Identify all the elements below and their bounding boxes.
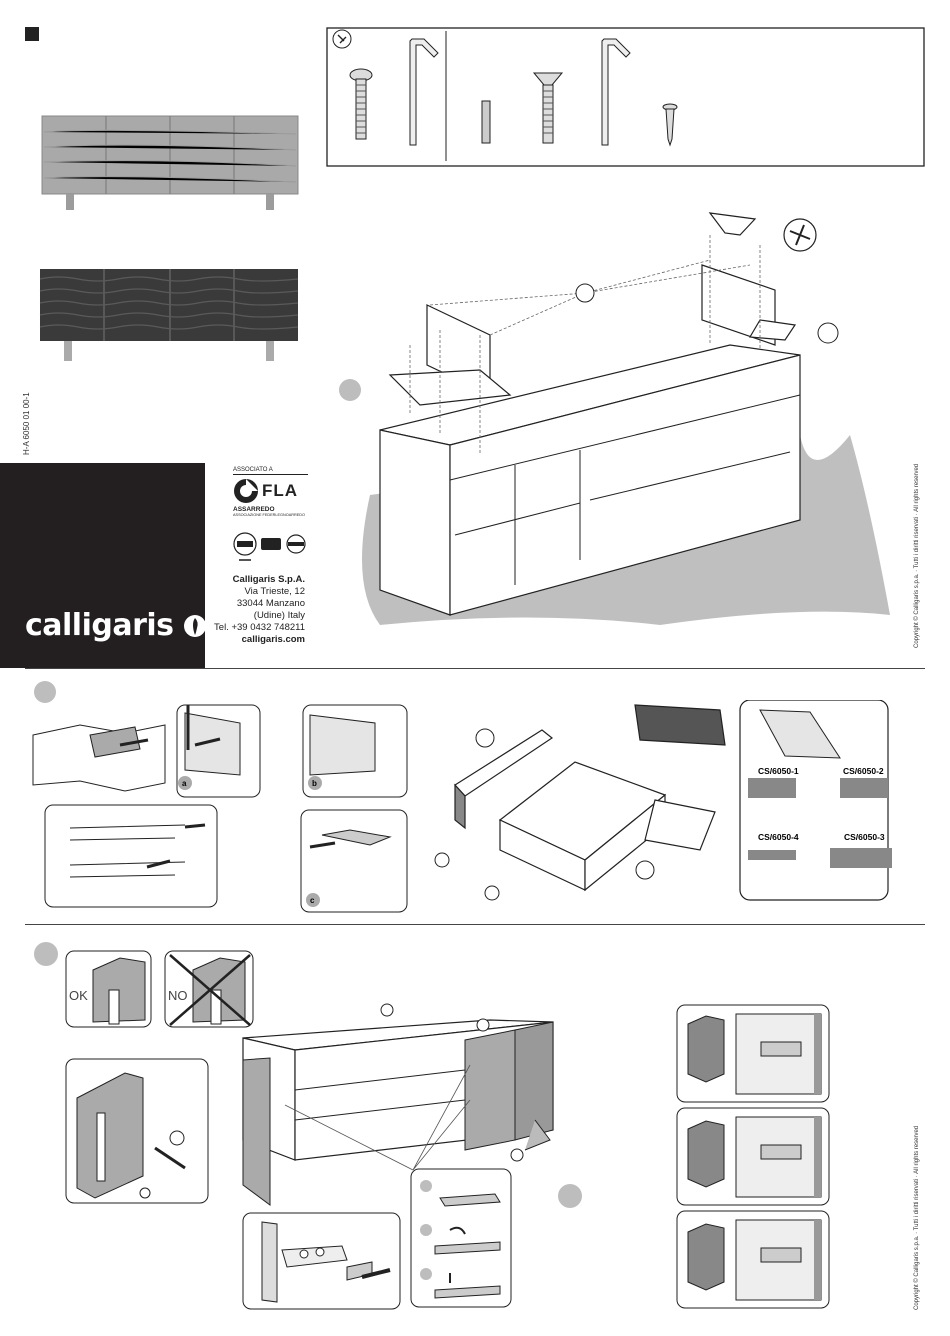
hinge-adjustment-diagram	[676, 1004, 830, 1309]
association-line2: ASSARREDO	[233, 506, 275, 513]
company-city: 33044 Manzano	[236, 598, 305, 609]
company-street: Via Trieste, 12	[244, 586, 305, 597]
label-cs-6050-1: CS/6050-1	[758, 766, 799, 776]
dowel-icon	[481, 100, 491, 144]
section-divider-1	[25, 668, 925, 669]
company-region: (Udine) Italy	[253, 610, 305, 621]
door-ok-no-diagram	[65, 950, 254, 1028]
countersunk-screw-icon	[532, 72, 564, 144]
label-cs-6050-4: CS/6050-4	[758, 832, 799, 842]
company-web[interactable]: calligaris.com	[241, 634, 305, 645]
brand-name: calligaris	[25, 608, 207, 643]
allen-key-tool-icon	[332, 29, 352, 49]
label-no: NO	[168, 988, 188, 1003]
step-label-b: b	[312, 779, 317, 788]
drawer-runner-diagram: a b c	[32, 681, 408, 913]
hinge-insertion-diagram	[242, 1212, 401, 1310]
certification-badges	[233, 532, 306, 561]
document-code: H-A 6050 01 00-1	[22, 392, 31, 455]
product-image-light	[41, 115, 299, 210]
drawer-assembly-diagram: CS/6050-1 CS/6050-2 CS/6050-4 CS/6050-3	[434, 700, 892, 901]
hardware-parts-box	[326, 27, 925, 167]
bolt-icon	[349, 68, 373, 140]
step-label-c: c	[310, 896, 315, 905]
screwdriver-tool-icon	[783, 218, 817, 252]
cs-variants	[748, 778, 892, 868]
door-handle-fitting-diagram	[65, 1058, 209, 1204]
company-name: Calligaris S.p.A.	[232, 574, 305, 585]
section-divider-2	[25, 924, 925, 925]
company-address: Calligaris S.p.A. Via Trieste, 12 33044 …	[205, 574, 305, 646]
label-cs-6050-3: CS/6050-3	[844, 832, 885, 842]
section-marker-square	[25, 27, 39, 41]
association-line1: ASSOCIATO A	[233, 467, 308, 475]
hinge-clip-steps-diagram	[410, 1168, 512, 1308]
association-line3: ASSOCIAZIONE FEDERLEGNOARREDO	[233, 513, 305, 517]
label-ok: OK	[69, 988, 88, 1003]
step-badge-3	[34, 942, 58, 966]
step-label-a: a	[182, 779, 187, 788]
product-image-dark	[39, 269, 299, 361]
allen-key-short-icon	[601, 38, 631, 146]
assembly-diagram-main	[339, 212, 890, 625]
sideboard-doors-diagram	[242, 1003, 554, 1206]
allen-key-long-icon	[409, 38, 439, 146]
label-cs-6050-2: CS/6050-2	[843, 766, 884, 776]
step-badge-4	[558, 1184, 582, 1208]
association-block: ASSOCIATO A FLA ASSARREDO ASSOCIAZIONE F…	[233, 467, 308, 517]
brand-panel	[0, 463, 205, 668]
company-phone: Tel. +39 0432 748211	[214, 622, 305, 633]
brand-logo-icon	[184, 615, 207, 637]
wood-screw-icon	[662, 103, 678, 147]
fla-logo-icon	[234, 479, 258, 503]
association-name: FLA	[262, 481, 299, 500]
